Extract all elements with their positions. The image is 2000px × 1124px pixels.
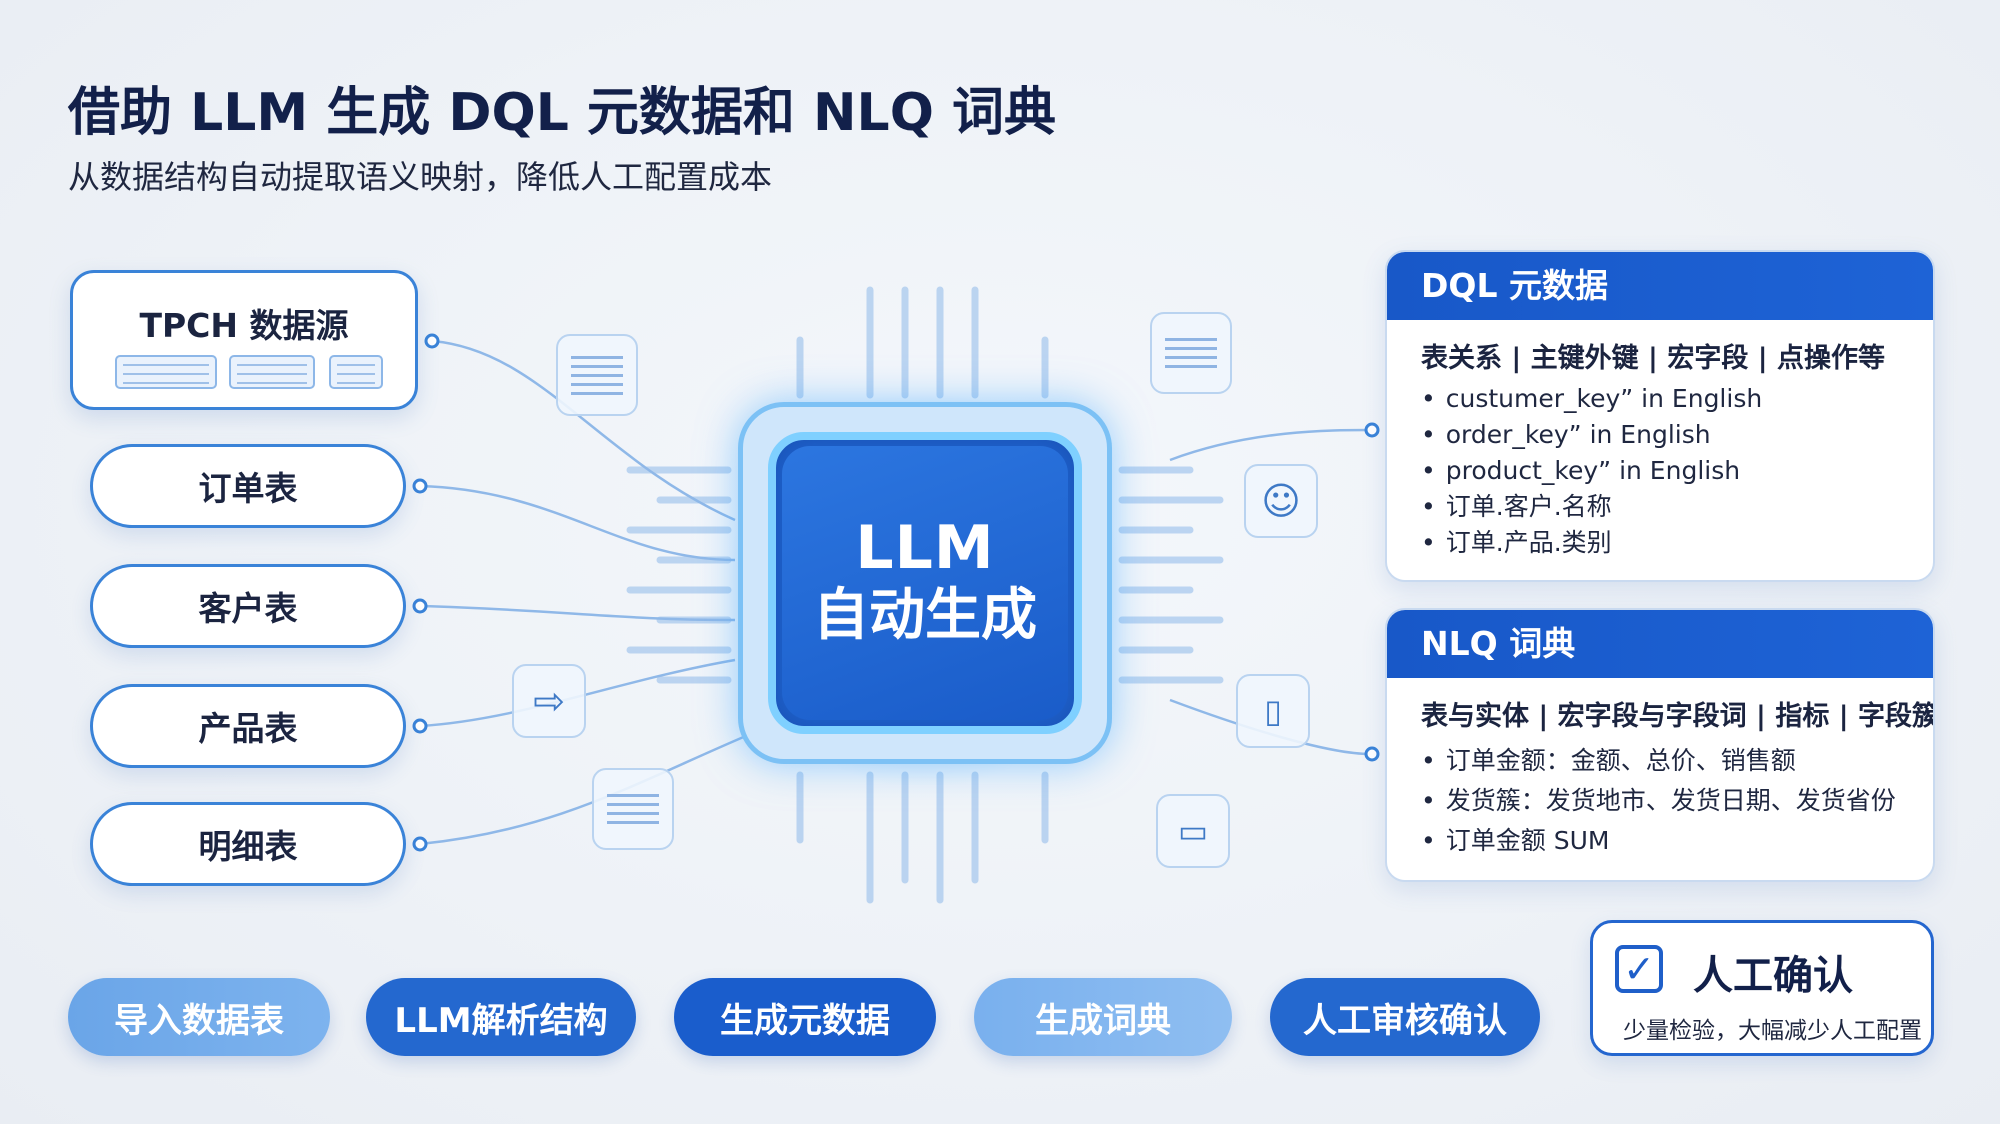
page-title: 借助 LLM 生成 DQL 元数据和 NLQ 词典 xyxy=(68,83,1057,143)
list-item: custumer_key” in English xyxy=(1421,381,1933,417)
step-import-tables[interactable]: 导入数据表 xyxy=(68,978,330,1056)
list-item: 订单.客户.名称 xyxy=(1421,489,1933,525)
table-thumb-icon xyxy=(229,355,315,389)
dql-metadata-card: DQL 元数据 表关系 | 主键外键 | 宏字段 | 点操作等 custumer… xyxy=(1385,250,1935,582)
face-bubble-icon: ☺ xyxy=(1244,464,1318,538)
list-item: order_key” in English xyxy=(1421,417,1933,453)
nlq-card-subheader: 表与实体 | 宏字段与字段词 | 指标 | 字段簇 xyxy=(1421,701,1935,732)
chip-label-autogen: 自动生成 xyxy=(813,583,1037,648)
document-lines-icon xyxy=(556,334,638,416)
step-llm-parse[interactable]: LLM解析结构 xyxy=(366,978,636,1056)
human-confirm-card: ✓ 人工确认 少量检验，大幅减少人工配置 xyxy=(1590,920,1934,1056)
note-icon: ▯ xyxy=(1236,674,1310,748)
list-item: product_key” in English xyxy=(1421,453,1933,489)
table-thumb-icon xyxy=(329,355,383,389)
confirm-subtitle: 少量检验，大幅减少人工配置 xyxy=(1623,1018,1922,1044)
confirm-title: 人工确认 xyxy=(1693,953,1853,999)
chip-pins xyxy=(626,286,1224,904)
table-thumb-icon xyxy=(115,355,217,389)
nlq-card-header: NLQ 词典 xyxy=(1387,610,1933,678)
dql-card-subheader: 表关系 | 主键外键 | 宏字段 | 点操作等 xyxy=(1421,343,1885,374)
tpch-datasource-card[interactable]: TPCH 数据源 xyxy=(70,270,418,410)
nlq-item-list: 订单金额：金额、总价、销售额 发货簇：发货地市、发货日期、发货省份 订单金额 S… xyxy=(1387,741,1933,861)
document-lines-icon xyxy=(592,768,674,850)
list-item: 订单金额：金额、总价、销售额 xyxy=(1421,741,1933,781)
forward-arrow-icon: ⇨ xyxy=(512,664,586,738)
step-generate-dictionary[interactable]: 生成词典 xyxy=(974,978,1232,1056)
source-table-orders[interactable]: 订单表 xyxy=(90,444,406,528)
step-generate-metadata[interactable]: 生成元数据 xyxy=(674,978,936,1056)
list-item: 订单.产品.类别 xyxy=(1421,525,1933,561)
datasource-label: TPCH 数据源 xyxy=(139,306,349,345)
document-lines-icon xyxy=(1150,312,1232,394)
page-subtitle: 从数据结构自动提取语义映射，降低人工配置成本 xyxy=(68,158,773,196)
llm-chip: LLM 自动生成 xyxy=(782,446,1068,720)
step-human-review[interactable]: 人工审核确认 xyxy=(1270,978,1540,1056)
source-table-products[interactable]: 产品表 xyxy=(90,684,406,768)
chip-label-llm: LLM xyxy=(855,513,995,583)
source-table-details[interactable]: 明细表 xyxy=(90,802,406,886)
dql-item-list: custumer_key” in English order_key” in E… xyxy=(1387,381,1933,561)
checkbox-icon: ✓ xyxy=(1615,945,1663,993)
connector-dots xyxy=(412,333,1380,852)
dql-card-header: DQL 元数据 xyxy=(1387,252,1933,320)
source-table-customers[interactable]: 客户表 xyxy=(90,564,406,648)
list-item: 发货簇：发货地市、发货日期、发货省份 xyxy=(1421,781,1933,821)
list-item: 订单金额 SUM xyxy=(1421,821,1933,861)
book-icon: ▭ xyxy=(1156,794,1230,868)
nlq-dictionary-card: NLQ 词典 表与实体 | 宏字段与字段词 | 指标 | 字段簇 订单金额：金额… xyxy=(1385,608,1935,882)
